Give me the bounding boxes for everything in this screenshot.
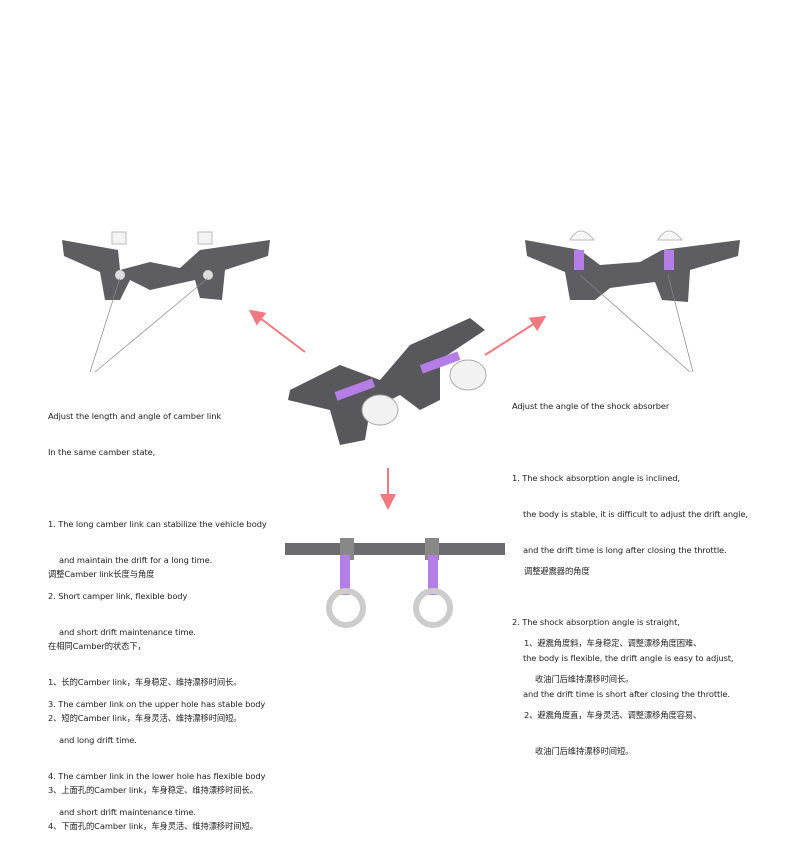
shock-item: 1. The shock absorption angle is incline… — [512, 473, 680, 483]
camber-title: Adjust the length and angle of camber li… — [48, 411, 222, 421]
camber-item-cn: 4、下面孔的Camber link，车身灵活、维持漂移时间短。 — [48, 821, 258, 831]
camber-text-cn: 调整Camber link长度与角度 在相同Camber的状态下， 1、长的Ca… — [48, 544, 258, 844]
camber-item: and short drift maintenance time. — [59, 627, 196, 637]
shock-title-cn: 调整避震器的角度 — [524, 566, 590, 576]
arrow-to-left — [248, 309, 306, 353]
camber-item-cn: 2、短的Camber link，车身灵活、维持漂移时间短。 — [48, 713, 242, 723]
shock-item-cn: 1、避震角度斜，车身稳定、调整漂移角度困难、 — [524, 638, 702, 648]
camber-item: 3. The camber link on the upper hole has… — [48, 699, 266, 709]
shock-text-en: Adjust the angle of the shock absorber 1… — [512, 376, 748, 712]
camber-item: 1. The long camber link can stabilize th… — [48, 519, 267, 529]
camber-text-en: Adjust the length and angle of camber li… — [48, 386, 267, 830]
shock-title: Adjust the angle of the shock absorber — [512, 401, 670, 411]
shock-item-cn: 2、避震角度直，车身灵活、调整漂移角度容易、 — [524, 710, 702, 720]
shock-item: and the drift time is long after closing… — [523, 545, 727, 555]
shock-item: 2. The shock absorption angle is straigh… — [512, 617, 680, 627]
camber-item-cn: 3、上面孔的Camber link，车身稳定、维持漂移时间长。 — [48, 785, 258, 795]
shock-item: and the drift time is short after closin… — [523, 689, 730, 699]
diagram-graphics — [62, 230, 740, 628]
shock-mount-bottom — [285, 538, 505, 628]
camber-mount-top-left — [62, 231, 270, 373]
shock-text-cn: 调整避震器的角度 1、避震角度斜，车身稳定、调整漂移角度困难、 收油门后维持漂移… — [524, 541, 701, 769]
camber-item: and maintain the drift for a long time. — [59, 555, 213, 565]
camber-subtitle: In the same camber state, — [48, 447, 156, 457]
shock-tower-center — [288, 318, 487, 445]
shock-item: the body is flexible, the drift angle is… — [523, 653, 734, 663]
shock-item-cn: 收油门后维持漂移时间短。 — [535, 746, 634, 756]
shock-mount-top-right — [525, 230, 740, 373]
arrow-to-right — [484, 315, 547, 356]
shock-item-cn: 收油门后维持漂移时间长。 — [535, 674, 634, 684]
camber-subtitle-cn: 在相同Camber的状态下， — [48, 641, 146, 651]
shock-item: the body is stable, it is difficult to a… — [523, 509, 748, 519]
camber-item: 2. Short camper link, flexible body — [48, 591, 188, 601]
camber-item: and long drift time. — [59, 735, 137, 745]
camber-item: 4. The camber link in the lower hole has… — [48, 771, 266, 781]
camber-title-cn: 调整Camber link长度与角度 — [48, 569, 155, 579]
camber-item-cn: 1、长的Camber link，车身稳定、维持漂移时间长。 — [48, 677, 242, 687]
